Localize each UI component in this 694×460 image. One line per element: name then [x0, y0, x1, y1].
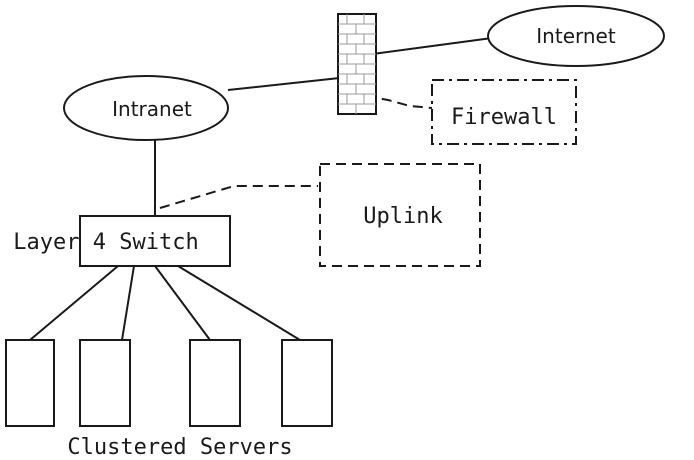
- link-switch-server-2: [121, 265, 135, 341]
- layer4-switch: Layer 4 Switch: [13, 215, 231, 267]
- firewall-callout-label: Firewall: [451, 105, 557, 130]
- link-switch-server-1: [29, 265, 119, 341]
- internet-ellipse: [487, 5, 665, 67]
- switch-box: [79, 215, 231, 267]
- firewall-grid: [338, 14, 376, 114]
- server-3: [189, 339, 241, 427]
- firewall-icon: [337, 13, 377, 115]
- servers-caption: Clustered Servers: [67, 435, 292, 460]
- server-4: [281, 339, 333, 427]
- intranet-ellipse: [63, 75, 229, 141]
- firewall-callout-box: [431, 79, 577, 145]
- firewall-leader: [365, 95, 433, 109]
- link-intranet-firewall: [227, 75, 359, 91]
- internet-cloud: Internet: [487, 5, 665, 67]
- internet-label: Internet: [536, 24, 616, 48]
- intranet-label: Intranet: [112, 97, 192, 121]
- server-1: [5, 339, 55, 427]
- firewall-callout: Firewall: [431, 79, 577, 145]
- connection-lines: [29, 37, 493, 341]
- callout-leaders: [159, 95, 433, 209]
- uplink-leader: [159, 185, 318, 209]
- link-firewall-internet: [357, 37, 493, 57]
- link-switch-server-3: [154, 265, 211, 341]
- switch-label: Layer 4 Switch: [13, 230, 198, 255]
- link-switch-server-4: [177, 265, 301, 341]
- uplink-callout: Uplink: [319, 163, 481, 267]
- server-2: [79, 339, 131, 427]
- intranet-cloud: Intranet: [63, 75, 229, 141]
- uplink-callout-box: [319, 163, 481, 267]
- uplink-callout-label: Uplink: [363, 204, 442, 229]
- server-cluster: [5, 339, 333, 427]
